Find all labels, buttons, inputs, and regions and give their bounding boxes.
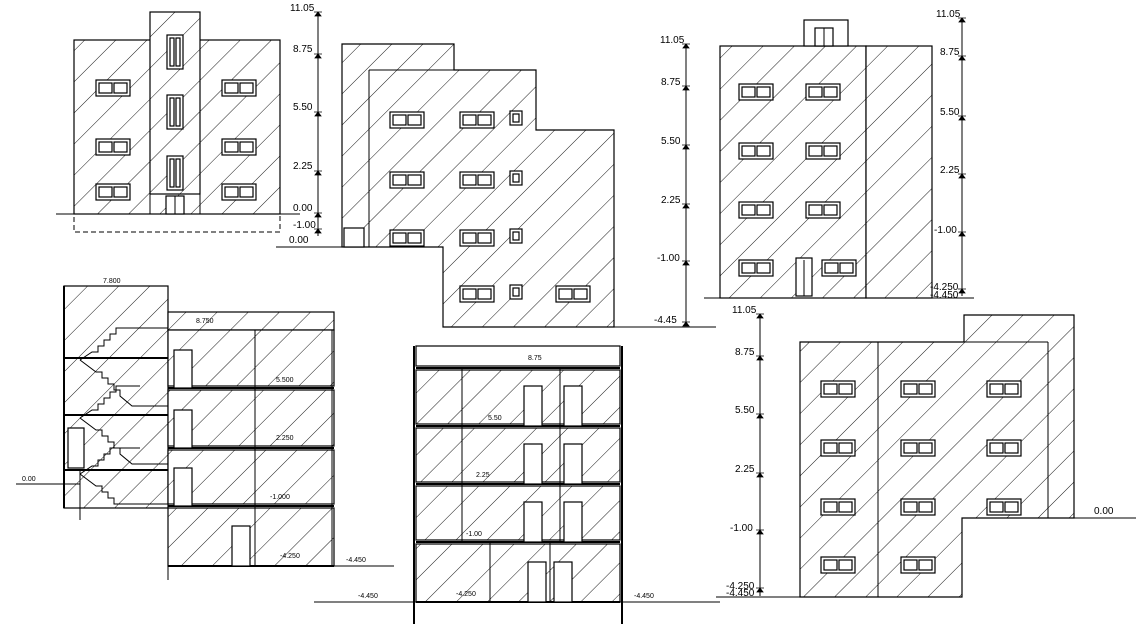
svg-text:5.50: 5.50 — [488, 415, 502, 422]
svg-text:2.25: 2.25 — [735, 464, 755, 475]
svg-text:-4.250: -4.250 — [726, 581, 755, 592]
svg-text:-4.250: -4.250 — [930, 282, 959, 293]
svg-text:8.750: 8.750 — [196, 318, 214, 325]
svg-text:8.75: 8.75 — [528, 355, 542, 362]
level-marker: -1.00 — [730, 523, 765, 535]
level-marker: -4.250 — [930, 282, 967, 294]
svg-text:11.05: 11.05 — [732, 305, 757, 316]
svg-text:-1.00: -1.00 — [730, 523, 753, 534]
level-marker: -1.00 — [934, 225, 967, 237]
level-marker: 5.50 — [735, 405, 765, 419]
section-stair: 7.800 8.750 5.500 2.250 -1.000 -4.250 -4… — [16, 278, 394, 580]
level-marker: 0.00 — [293, 203, 323, 218]
svg-text:-4.450: -4.450 — [930, 290, 959, 301]
level-marker: 5.50 — [940, 107, 967, 121]
level-marker: 2.25 — [293, 161, 323, 176]
svg-text:8.75: 8.75 — [661, 77, 681, 88]
svg-text:-4.45: -4.45 — [654, 315, 677, 326]
svg-text:11.05: 11.05 — [290, 3, 315, 14]
level-marker: -4.250 — [726, 581, 765, 593]
level-marker: -4.450 — [726, 588, 755, 599]
svg-text:5.500: 5.500 — [276, 377, 294, 384]
level-marker: 2.25 — [661, 195, 691, 209]
level-marker: 11.05 — [936, 9, 967, 23]
level-marker: 8.75 — [661, 77, 691, 91]
svg-text:-1.00: -1.00 — [934, 225, 957, 236]
svg-text:2.25: 2.25 — [940, 165, 960, 176]
svg-text:-4.450: -4.450 — [346, 557, 366, 564]
svg-text:-1.000: -1.000 — [270, 494, 290, 501]
svg-text:2.25: 2.25 — [661, 195, 681, 206]
elevation-side-stepped: 0.00 11.05 8.75 5.50 2.25 -1.00 -4.45 — [276, 35, 716, 328]
svg-text:8.75: 8.75 — [940, 47, 960, 58]
svg-text:2.25: 2.25 — [476, 472, 490, 479]
level-marker: 2.25 — [735, 464, 765, 478]
level-marker: 5.50 — [293, 102, 323, 117]
svg-text:-4.250: -4.250 — [456, 591, 476, 598]
svg-text:-4.250: -4.250 — [280, 553, 300, 560]
svg-text:11.05: 11.05 — [936, 9, 961, 20]
svg-text:2.250: 2.250 — [276, 435, 294, 442]
svg-text:-1.00: -1.00 — [466, 531, 482, 538]
level-marker: 2.25 — [940, 165, 967, 179]
svg-text:-4.450: -4.450 — [358, 593, 378, 600]
level-marker: -1.00 — [293, 220, 323, 234]
section-middle: 8.75 5.50 2.25 -1.00 -4.250 -4.450 -4.45… — [314, 345, 720, 624]
svg-text:5.50: 5.50 — [940, 107, 960, 118]
elevation-rear: 11.05 8.75 5.50 2.25 -1.00 -4.250 -4.450 — [704, 9, 974, 301]
level-marker: 8.75 — [940, 47, 967, 61]
level-marker: -4.450 — [930, 290, 959, 301]
ground-level-label: 0.00 — [1094, 506, 1114, 517]
svg-text:5.50: 5.50 — [661, 136, 681, 147]
ground-level-label: 0.00 — [289, 235, 309, 246]
svg-text:-1.00: -1.00 — [293, 220, 316, 231]
svg-text:0.00: 0.00 — [293, 203, 313, 214]
svg-text:2.25: 2.25 — [293, 161, 313, 172]
level-marker: 8.75 — [293, 44, 323, 59]
level-marker: 8.75 — [735, 347, 765, 361]
svg-text:7.800: 7.800 — [103, 278, 121, 285]
svg-text:5.50: 5.50 — [735, 405, 755, 416]
svg-text:-4.450: -4.450 — [634, 593, 654, 600]
elevation-right-bottom: 0.00 11.05 8.75 5.50 2.25 -1.00 -4.250 -… — [716, 305, 1136, 599]
level-marker: 11.05 — [290, 3, 323, 17]
elevation-front-left: 11.05 8.75 5.50 2.25 0.00 -1.00 — [56, 3, 323, 236]
svg-text:-1.00: -1.00 — [657, 253, 680, 264]
svg-text:-4.450: -4.450 — [726, 588, 755, 599]
level-marker: 11.05 — [732, 305, 765, 319]
svg-text:8.75: 8.75 — [735, 347, 755, 358]
level-marker: -1.00 — [657, 253, 691, 266]
svg-text:8.75: 8.75 — [293, 44, 313, 55]
svg-text:0.00: 0.00 — [22, 476, 36, 483]
level-marker: 5.50 — [661, 136, 691, 150]
level-marker: 11.05 — [660, 35, 691, 49]
svg-text:5.50: 5.50 — [293, 102, 313, 113]
svg-text:11.05: 11.05 — [660, 35, 685, 46]
level-marker: -4.45 — [654, 315, 691, 327]
